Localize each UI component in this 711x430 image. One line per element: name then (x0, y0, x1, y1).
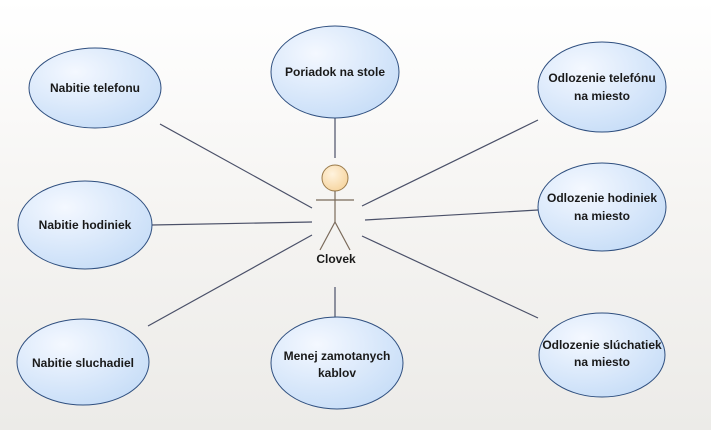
use-case-label-line-2: na miesto (574, 89, 630, 103)
association-nabitie-sluchadiel (147, 234, 313, 327)
use-case-label-line-1: Odlozenie slúchatiek (542, 338, 662, 352)
use-case-label-line-2: kablov (318, 366, 356, 380)
association-odlozenie-hodiniek (364, 209, 539, 221)
association-nabitie-telefonu (159, 123, 313, 209)
associations (147, 118, 539, 327)
use-case-nabitie-sluchadiel[interactable]: Nabitie sluchadiel (16, 318, 150, 406)
use-case-poriadok-na-stole[interactable]: Poriadok na stole (270, 25, 400, 119)
use-case-label: Nabitie telefonu (50, 81, 140, 95)
use-case-label-line-2: na miesto (574, 355, 630, 369)
use-case-odlozenie-telefonu[interactable]: Odlozenie telefónu na miesto (537, 41, 667, 133)
use-case-label: Nabitie sluchadiel (32, 356, 134, 370)
association-odlozenie-telefonu (361, 119, 539, 207)
use-case-label: Nabitie hodiniek (39, 218, 132, 232)
use-case-nabitie-hodiniek[interactable]: Nabitie hodiniek (17, 180, 153, 270)
association-odlozenie-sluchatiek (361, 235, 539, 319)
use-case-menej-zamotanych-kablov[interactable]: Menej zamotanych kablov (270, 316, 404, 410)
use-case-label-line-2: na miesto (574, 209, 630, 223)
use-case-label-line-1: Odlozenie telefónu (548, 71, 655, 85)
actor-head-icon (321, 164, 349, 192)
association-nabitie-hodiniek (151, 221, 313, 226)
use-case-label-line-1: Menej zamotanych (284, 349, 391, 363)
actor-body-icon (316, 191, 354, 251)
actor-clovek[interactable]: Clovek (316, 164, 356, 266)
use-case-odlozenie-hodiniek[interactable]: Odlozenie hodiniek na miesto (537, 162, 667, 252)
actor-name: Clovek (316, 252, 356, 266)
use-case-odlozenie-sluchatiek[interactable]: Odlozenie slúchatiek na miesto (538, 312, 666, 398)
use-case-nabitie-telefonu[interactable]: Nabitie telefonu (28, 47, 162, 129)
use-case-label-line-1: Odlozenie hodiniek (547, 191, 657, 205)
use-case-label: Poriadok na stole (285, 65, 385, 79)
